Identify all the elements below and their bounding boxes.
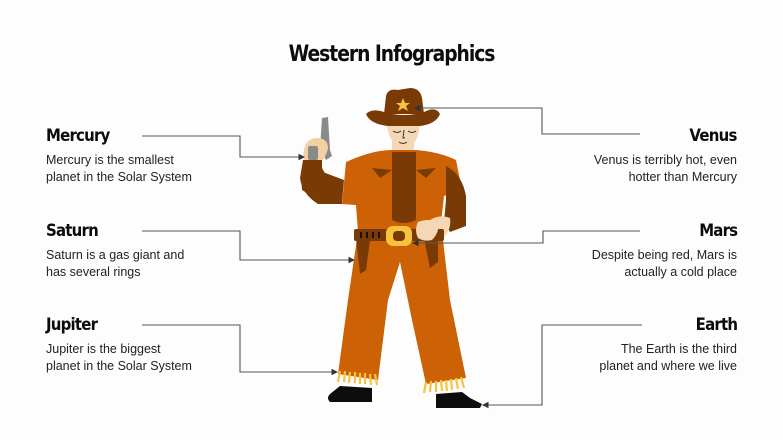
mercury-heading: Mercury	[46, 126, 110, 146]
venus-heading: Venus	[689, 126, 738, 146]
venus-item: Venus Venus is terribly hot, even hotter…	[537, 126, 738, 186]
mars-item: Mars Despite being red, Mars is actually…	[537, 221, 738, 281]
jupiter-heading: Jupiter	[46, 315, 98, 335]
mars-desc-line2: actually a cold place	[624, 265, 737, 279]
earth-connector	[481, 324, 642, 409]
mars-connector	[411, 230, 640, 247]
earth-heading: Earth	[695, 315, 737, 335]
mercury-desc-line2: planet in the Solar System	[46, 170, 192, 184]
saturn-connector	[142, 230, 356, 264]
earth-item: Earth The Earth is the third planet and …	[537, 315, 737, 375]
mars-desc-line1: Despite being red, Mars is	[591, 248, 737, 262]
mercury-connector	[142, 135, 306, 161]
earth-desc-line1: The Earth is the third	[620, 342, 737, 356]
jupiter-description: Jupiter is the biggest planet in the Sol…	[46, 341, 246, 375]
mercury-desc-line1: Mercury is the smallest	[46, 153, 174, 167]
mars-description: Despite being red, Mars is actually a co…	[537, 247, 737, 281]
jupiter-desc-line2: planet in the Solar System	[46, 359, 192, 373]
venus-desc-line2: hotter than Mercury	[628, 170, 737, 184]
saturn-heading: Saturn	[46, 221, 99, 241]
saturn-item: Saturn Saturn is a gas giant and has sev…	[46, 221, 246, 281]
saturn-desc-line2: has several rings	[46, 265, 141, 279]
mars-heading: Mars	[698, 221, 738, 241]
jupiter-item: Jupiter Jupiter is the biggest planet in…	[46, 315, 246, 375]
earth-desc-line2: planet and where we live	[599, 359, 737, 373]
mercury-item: Mercury Mercury is the smallest planet i…	[46, 126, 246, 186]
jupiter-connector	[142, 324, 339, 376]
page-title: Western Infographics	[288, 42, 496, 67]
saturn-desc-line1: Saturn is a gas giant and	[46, 248, 185, 262]
jupiter-desc-line1: Jupiter is the biggest	[46, 342, 161, 356]
venus-connector	[413, 104, 640, 135]
saturn-description: Saturn is a gas giant and has several ri…	[46, 247, 246, 281]
venus-desc-line1: Venus is terribly hot, even	[593, 153, 737, 167]
venus-description: Venus is terribly hot, even hotter than …	[537, 152, 737, 186]
earth-description: The Earth is the third planet and where …	[537, 341, 737, 375]
mercury-description: Mercury is the smallest planet in the So…	[46, 152, 246, 186]
